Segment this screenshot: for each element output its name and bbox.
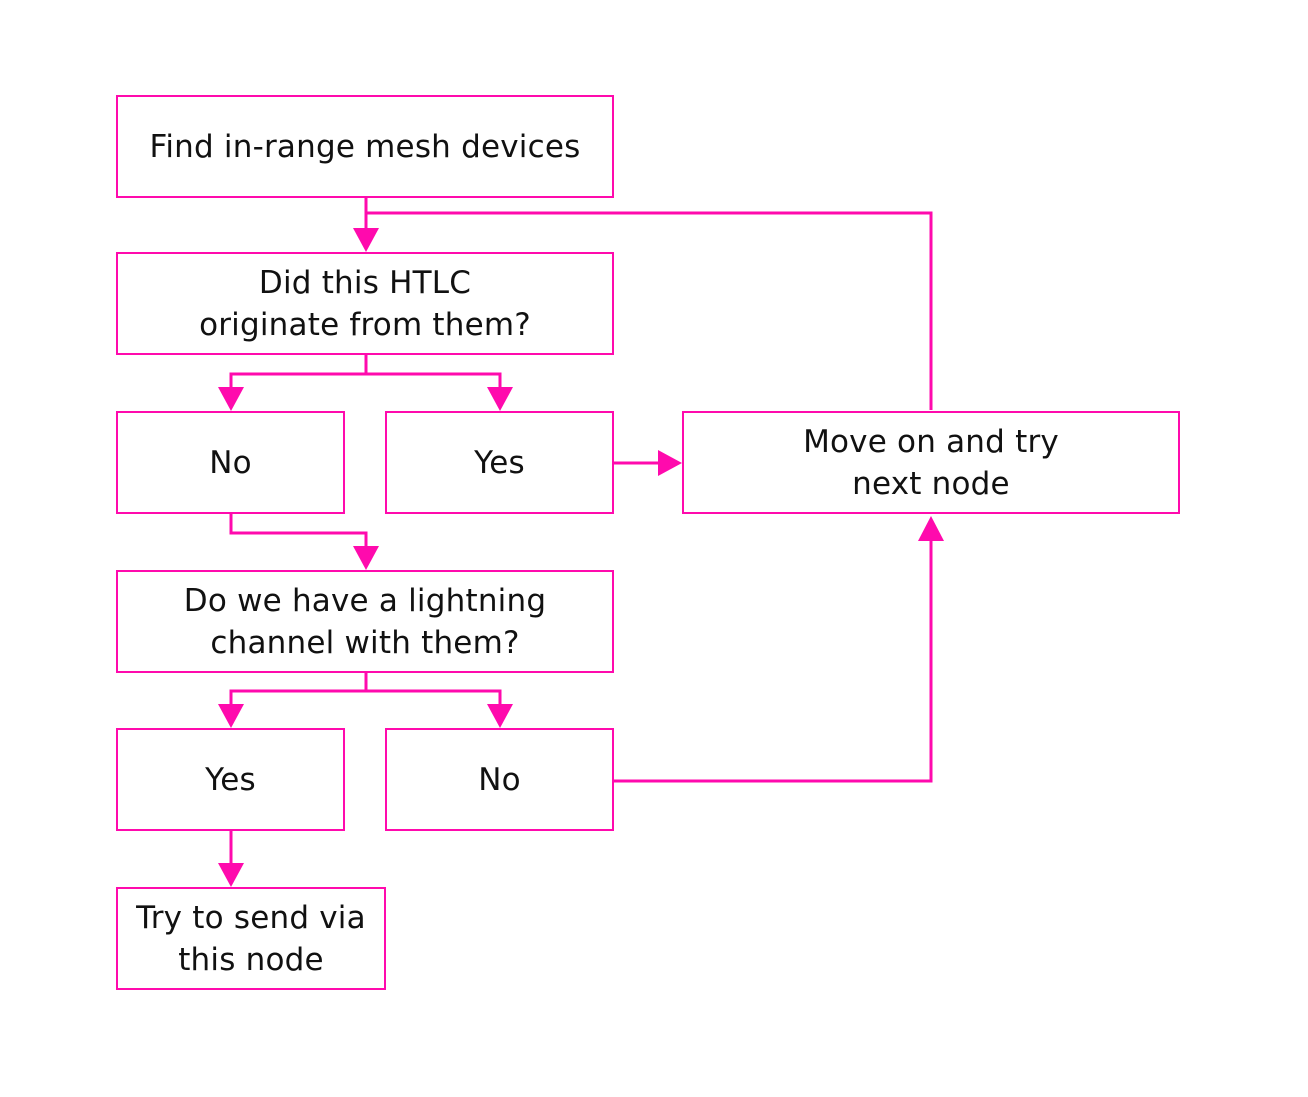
connector-loop-back [366,211,933,410]
arrowhead [658,450,682,476]
node-label: Find in-range mesh devices [149,128,581,165]
node-htlc-origin-question: Did this HTLC originate from them? [116,252,614,355]
node-channel-yes: Yes [116,728,345,831]
node-channel-no: No [385,728,614,831]
connector-no-to-channel [229,514,368,549]
connector-channel-no-to-move-on [614,538,933,783]
node-origin-no: No [116,411,345,514]
node-channel-question: Do we have a lightning channel with them… [116,570,614,673]
node-try-send: Try to send via this node [116,887,386,990]
arrowhead [353,546,379,570]
node-label: Do we have a lightning channel with them… [183,582,547,661]
node-find-devices: Find in-range mesh devices [116,95,614,198]
arrowhead [218,387,244,411]
connector-question-split [229,355,368,390]
node-move-on: Move on and try next node [682,411,1180,514]
arrowhead [353,228,379,252]
node-label: Yes [474,444,525,481]
node-label: Did this HTLC originate from them? [199,264,531,343]
arrowhead [918,516,944,541]
arrowhead [487,704,513,728]
node-label: Try to send via this node [136,899,366,978]
connector-question-split-yes [366,372,502,390]
arrowhead [218,704,244,728]
arrowhead [487,387,513,411]
node-label: Move on and try next node [803,423,1059,502]
node-label: No [478,761,521,798]
node-origin-yes: Yes [385,411,614,514]
node-label: No [209,444,252,481]
connector-channel-split [229,673,368,707]
arrowhead [218,863,244,887]
connector-channel-split-no [366,689,502,707]
node-label: Yes [205,761,256,798]
